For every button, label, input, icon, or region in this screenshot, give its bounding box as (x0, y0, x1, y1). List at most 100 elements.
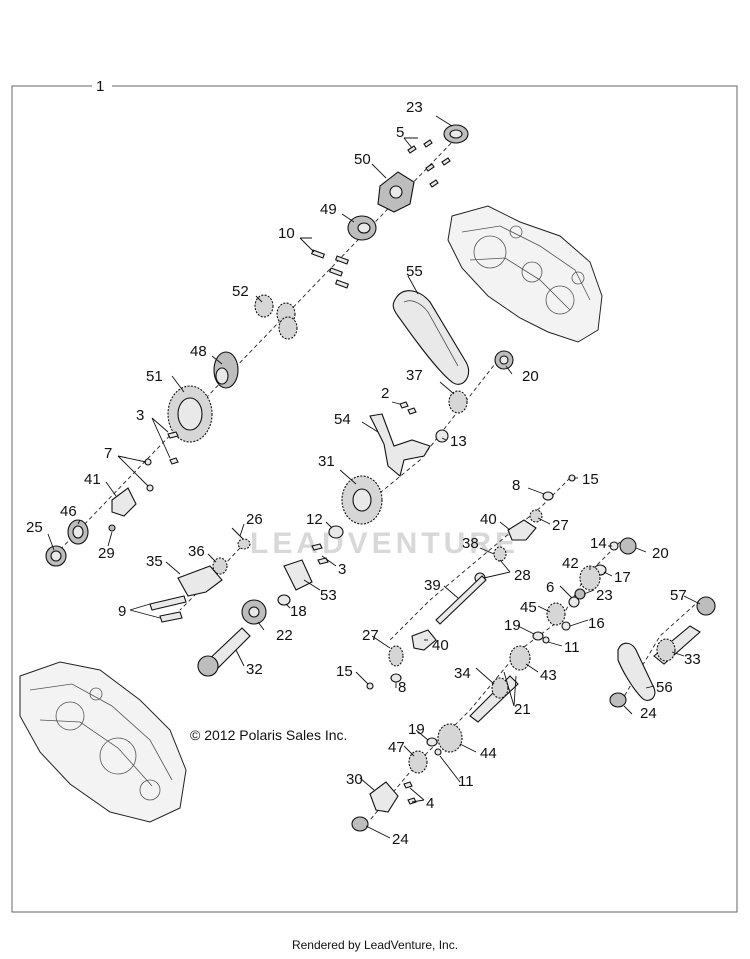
seal-icon (696, 596, 716, 616)
callout-26: 26 (246, 511, 263, 528)
callout-9: 9 (118, 603, 126, 620)
washer-icon (561, 621, 571, 631)
seal-icon (351, 816, 369, 832)
callout-10: 10 (278, 225, 295, 242)
callout-47: 47 (388, 739, 405, 756)
callout-3b: 3 (338, 561, 346, 578)
callout-28: 28 (514, 567, 531, 584)
callout-34: 34 (454, 665, 471, 682)
callout-53: 53 (320, 587, 337, 604)
callout-19a: 19 (504, 617, 521, 634)
chain-icon (392, 290, 470, 385)
copyright-text: © 2012 Polaris Sales Inc. (190, 727, 347, 743)
o-ring-icon (435, 429, 449, 443)
washer-icon (542, 491, 554, 501)
seal-icon (619, 537, 637, 555)
callout-41: 41 (84, 471, 101, 488)
shift-fork-icon (111, 487, 137, 517)
sprocket-icon (448, 390, 468, 414)
callout-25: 25 (26, 519, 43, 536)
callout-46: 46 (60, 503, 77, 520)
callout-6: 6 (546, 579, 554, 596)
callout-39: 39 (424, 577, 441, 594)
spring-icon (388, 645, 404, 667)
callout-45: 45 (520, 599, 537, 616)
callout-18: 18 (290, 603, 307, 620)
callout-22: 22 (276, 627, 293, 644)
footer-text: Rendered by LeadVenture, Inc. (291, 938, 459, 952)
screw-icon (403, 781, 413, 789)
bolt-icon (149, 595, 187, 611)
gasket-icon (283, 559, 313, 591)
chain-icon (617, 642, 656, 701)
assembly-callout: 1 (96, 78, 104, 95)
needle-bearing-icon (254, 294, 298, 340)
callout-43: 43 (540, 667, 557, 684)
callout-13: 13 (450, 433, 467, 450)
callout-19b: 19 (408, 721, 425, 738)
pin-icon (108, 524, 116, 532)
transmission-case-upper (447, 205, 603, 343)
callout-24b: 24 (392, 831, 409, 848)
lever-icon (507, 519, 537, 541)
callout-30: 30 (346, 771, 363, 788)
callout-52: 52 (232, 283, 249, 300)
bushing-icon (493, 546, 507, 562)
callout-23a: 23 (406, 99, 423, 116)
washer-icon (426, 737, 438, 747)
callout-labels: 23 5 50 49 10 55 52 48 20 51 37 2 54 3 1… (26, 99, 701, 848)
pin-icon (399, 401, 409, 409)
parts (45, 124, 716, 832)
callout-20a: 20 (522, 368, 539, 385)
callout-5: 5 (396, 124, 404, 141)
assembly-frame: 1 (11, 78, 738, 913)
bracket-icon (369, 781, 399, 813)
bolt-icon (407, 139, 451, 188)
callout-54: 54 (334, 411, 351, 428)
callout-55: 55 (406, 263, 423, 280)
callout-21: 21 (514, 701, 531, 718)
callout-11a: 11 (564, 639, 580, 656)
callout-33: 33 (684, 651, 701, 668)
spring-icon (529, 509, 543, 523)
callout-4: 4 (426, 795, 434, 812)
callout-15a: 15 (582, 471, 599, 488)
pin-icon (366, 682, 374, 690)
dowel-pin-icon (310, 249, 350, 289)
callout-37: 37 (406, 367, 423, 384)
callout-20b: 20 (652, 545, 669, 562)
callout-8b: 8 (398, 679, 406, 696)
callout-3a: 3 (136, 407, 144, 424)
washer-icon (532, 631, 544, 641)
callout-57: 57 (670, 587, 687, 604)
callout-49: 49 (320, 201, 337, 218)
callout-38: 38 (462, 535, 479, 552)
callout-44: 44 (480, 745, 497, 762)
callout-17: 17 (614, 569, 631, 586)
callout-15b: 15 (336, 663, 353, 680)
callout-51: 51 (146, 368, 163, 385)
leader-lines (47, 115, 701, 839)
callout-27b: 27 (362, 627, 379, 644)
callout-2: 2 (381, 385, 389, 402)
bushing-icon (212, 557, 228, 575)
watermark-text: LEADVENTURE (250, 527, 519, 560)
callout-56: 56 (656, 679, 673, 696)
shift-rod-icon (435, 575, 487, 625)
callout-35: 35 (146, 553, 163, 570)
gear-icon (408, 750, 428, 774)
callout-42: 42 (562, 555, 579, 572)
transmission-case-lower (19, 661, 187, 823)
gear-icon (546, 602, 566, 626)
collar-icon (568, 596, 580, 608)
o-ring-icon (277, 594, 291, 606)
gear-icon (437, 723, 463, 753)
callout-29: 29 (98, 545, 115, 562)
lever-icon (177, 565, 223, 597)
gear-icon (509, 645, 531, 671)
callout-48: 48 (190, 343, 207, 360)
callout-14: 14 (590, 535, 607, 552)
callout-36: 36 (188, 543, 205, 560)
callout-8a: 8 (512, 477, 520, 494)
